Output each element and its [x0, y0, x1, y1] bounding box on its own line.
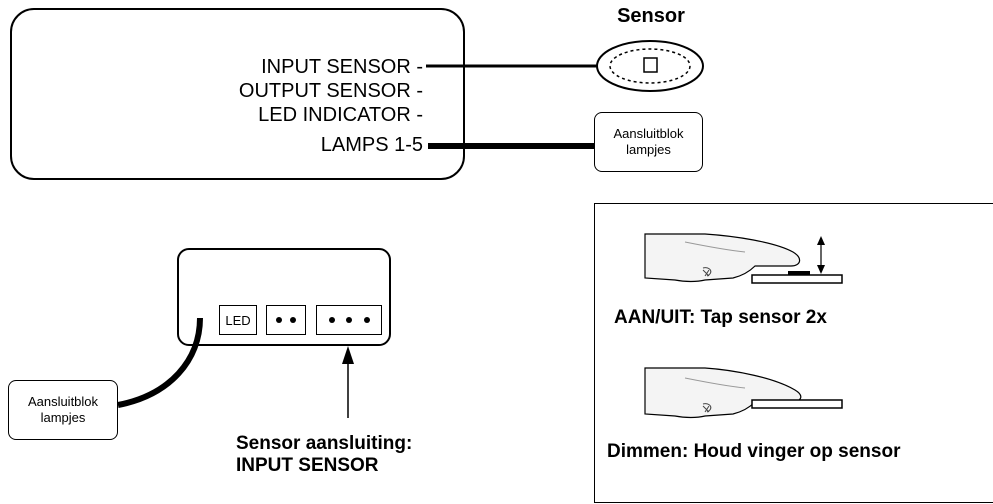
port-lamps: LAMPS 1-5 [320, 134, 423, 156]
block-top-line1: Aansluitblok [613, 126, 684, 141]
double-arrow-icon [817, 236, 825, 274]
lamps-cable [117, 317, 203, 408]
led-port: LED [219, 305, 257, 335]
block-top-line2: lampjes [626, 142, 671, 157]
block-bottom-line1: Aansluitblok [27, 394, 99, 409]
port-led-indicator: LED INDICATOR - [258, 104, 423, 126]
sensor-pad-icon [596, 40, 704, 92]
controller-box: INPUT SENSOR - OUTPUT SENSOR - LED INDIC… [10, 8, 465, 180]
caption-line1: Sensor aansluiting: [236, 433, 413, 454]
three-pin-port [316, 305, 382, 335]
instruction-panel [594, 203, 993, 503]
sensor-title: Sensor [617, 5, 685, 27]
aansluitblok-bottom: Aansluitblok lampjes [8, 380, 118, 440]
caption-line2: INPUT SENSOR [236, 455, 379, 476]
aansluitblok-top: Aansluitblok lampjes [594, 112, 703, 172]
arrow-up-icon [342, 346, 354, 418]
hold-sensor-plate [751, 399, 843, 409]
port-output-sensor: OUTPUT SENSOR - [238, 80, 423, 102]
sensor-connection-caption: Sensor aansluiting: INPUT SENSOR [236, 433, 412, 477]
finger-tap-icon [644, 233, 801, 283]
block-bottom-line2: lampjes [40, 410, 86, 425]
two-pin-port [266, 305, 306, 335]
dim-instruction: Dimmen: Houd vinger op sensor [607, 441, 901, 462]
connector-module [177, 248, 391, 346]
port-input-sensor: INPUT SENSOR - [261, 56, 423, 78]
tap-instruction: AAN/UIT: Tap sensor 2x [614, 307, 827, 328]
